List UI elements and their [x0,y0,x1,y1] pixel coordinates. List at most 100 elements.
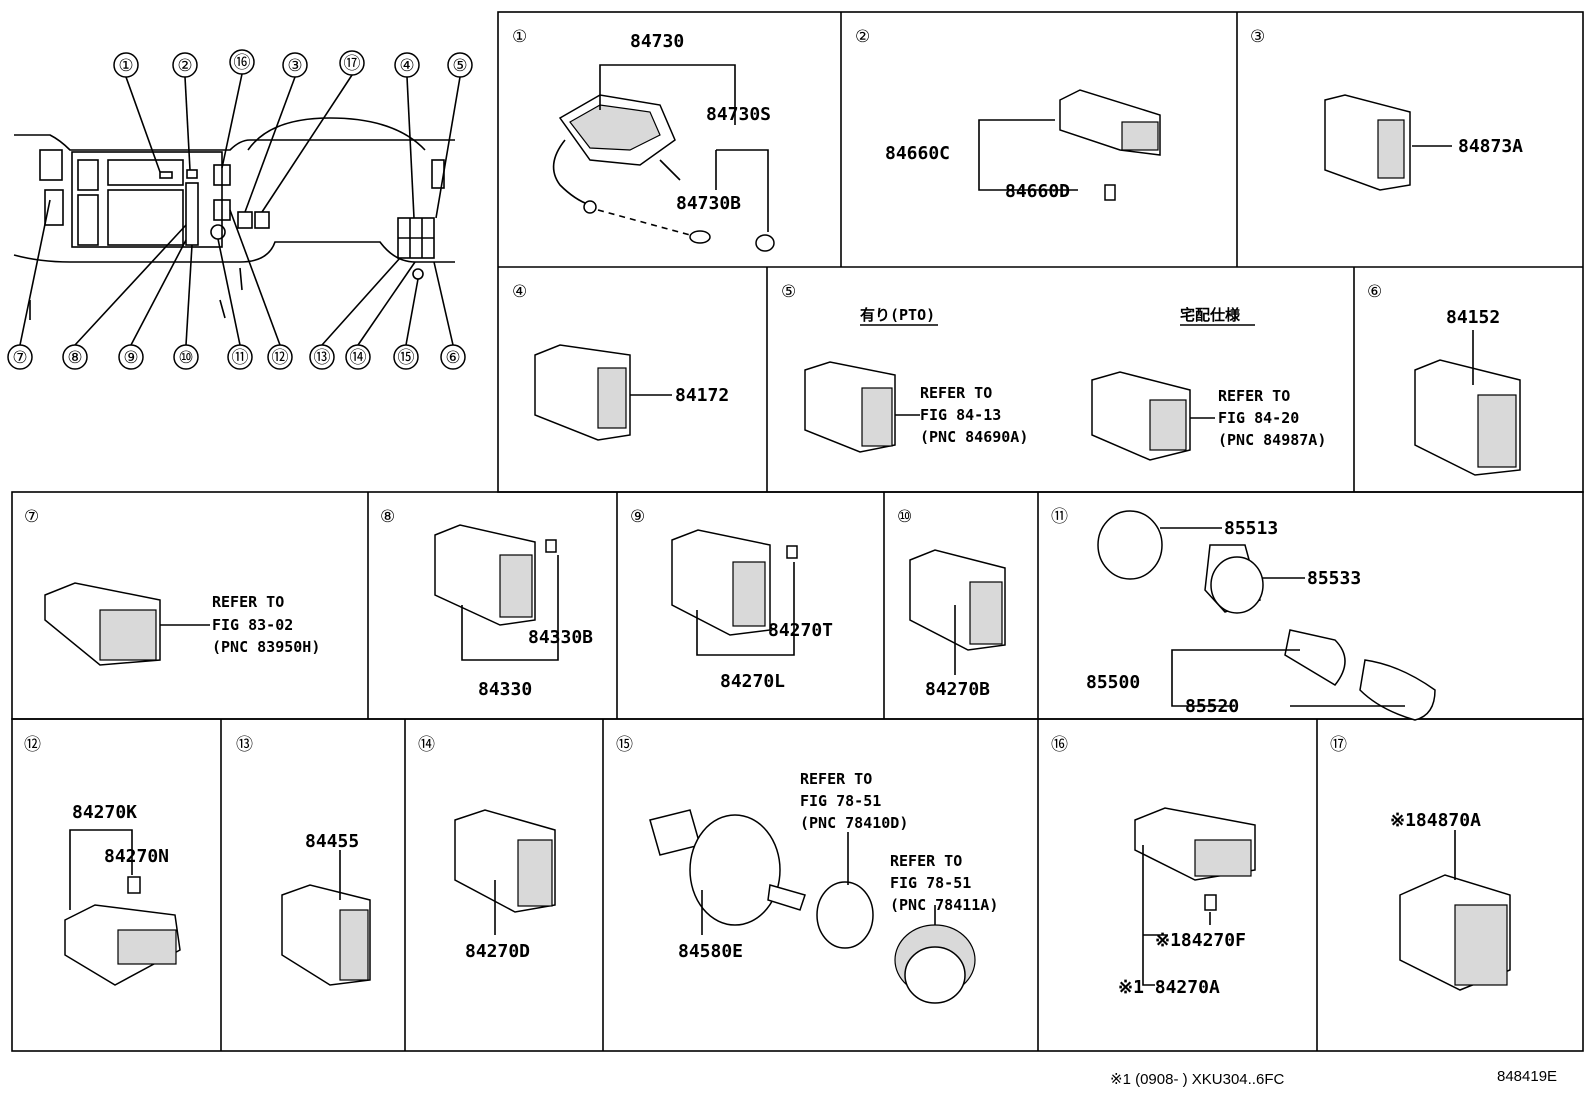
figure-code: 848419E [1497,1068,1557,1085]
callout-8: ⑧ [67,348,82,368]
pto-heading: 有り(PTO) [860,306,935,324]
callout-6: ⑥ [445,348,460,368]
panel-13-number: ⑬ [236,735,253,755]
part-84660C: 84660C [885,143,950,164]
panel-13: 84455 [281,831,371,986]
panel-14-number: ⑭ [418,735,435,755]
panel-11-number: ⑪ [1051,507,1068,527]
p15-ref-a-line-3: (PNC 78410D) [800,814,908,832]
panel-8: 84330B 84330 [434,524,593,700]
panel-11: 85513 85533 85500 85520 [1086,510,1436,721]
part-84730: 84730 [630,31,684,52]
callout-11: ⑪ [232,348,249,368]
panel-6: 84152 [1414,307,1521,476]
part-84270B: 84270B [925,679,990,700]
p7-ref-line-3: (PNC 83950H) [212,638,320,656]
panel-12-number: ⑫ [24,735,41,755]
panel-1-number: ① [512,27,527,47]
callout-2: ② [177,56,192,76]
p15-ref-a-line-1: REFER TO [800,770,872,788]
part-84270D: 84270D [465,941,530,962]
part-84660D: 84660D [1005,181,1070,202]
delivery-ref-line-2: FIG 84-20 [1218,409,1299,427]
p7-ref-line-2: FIG 83-02 [212,616,293,634]
overview-callouts-bottom [7,199,466,370]
panel-8-number: ⑧ [380,507,395,527]
callout-16: ⑯ [234,53,251,73]
panel-16: ※184270F ※1 84270A [1118,807,1256,998]
part-84330B: 84330B [528,627,593,648]
panel-2: 84660C 84660D [885,89,1161,202]
panel-9-number: ⑨ [630,507,645,527]
p15-ref-b-line-1: REFER TO [890,852,962,870]
dashboard-overview [13,117,455,320]
part-85533: 85533 [1307,568,1361,589]
pto-ref-line-3: (PNC 84690A) [920,428,1028,446]
panel-4: 84172 [534,344,729,441]
panel-1: 84730 84730S 84730B [552,31,775,252]
panel-numbers: ① ② ③ ④ ⑤ ⑥ ⑦ ⑧ ⑨ ⑩ ⑪ ⑫ ⑬ ⑭ ⑮ ⑯ ⑰ [24,27,1382,755]
delivery-ref-line-3: (PNC 84987A) [1218,431,1326,449]
p15-ref-b-line-2: FIG 78-51 [890,874,971,892]
panel-3: 84873A [1324,94,1523,191]
delivery-ref-line-1: REFER TO [1218,387,1290,405]
part-84730S: 84730S [706,104,771,125]
delivery-spec-heading: 宅配仕様 [1180,306,1241,324]
panel-5-number: ⑤ [781,282,796,302]
part-84270T: 84270T [768,620,833,641]
panel-15: REFER TO FIG 78-51 (PNC 78410D) REFER TO… [649,770,998,1004]
grid-frames [11,11,1584,1052]
panel-10: 84270B [909,549,1006,700]
callout-1: ① [118,56,133,76]
part-84580E: 84580E [678,941,743,962]
part-84455: 84455 [305,831,359,852]
panel-4-number: ④ [512,282,527,302]
panel-7-number: ⑦ [24,507,39,527]
panel-7: REFER TO FIG 83-02 (PNC 83950H) [44,582,320,666]
callout-17: ⑰ [344,54,361,74]
part-84330: 84330 [478,679,532,700]
callout-4: ④ [399,56,414,76]
panel-12: 84270K 84270N [64,802,181,986]
panel-5: 有り(PTO) 宅配仕様 REFER TO FIG 84-13 (PNC 846… [804,306,1326,461]
part-84270L: 84270L [720,671,785,692]
part-84172: 84172 [675,385,729,406]
callout-7: ⑦ [12,348,27,368]
panel-2-number: ② [855,27,870,47]
callout-5: ⑤ [452,56,467,76]
part-84873A: 84873A [1458,136,1523,157]
footer-note: ※1 (0908- ) XKU304..6FC [1110,1071,1284,1088]
panel-17: ※184870A [1390,810,1511,991]
callout-15: ⑮ [398,348,415,368]
panel-9: 84270T 84270L [671,529,833,692]
pto-ref-line-1: REFER TO [920,384,992,402]
part-84730B: 84730B [676,193,741,214]
panel-15-number: ⑮ [616,735,633,755]
part-84270F: ※184270F [1155,930,1246,951]
pto-ref-line-2: FIG 84-13 [920,406,1001,424]
panel-14: 84270D [454,809,556,962]
overview-callouts-top [113,49,473,219]
p15-ref-a-line-2: FIG 78-51 [800,792,881,810]
part-84270N: 84270N [104,846,169,867]
callout-14: ⑭ [350,348,367,368]
panel-3-number: ③ [1250,27,1265,47]
callout-10: ⑩ [178,348,193,368]
callout-12: ⑫ [272,348,289,368]
callout-9: ⑨ [123,348,138,368]
part-84870A: ※184870A [1390,810,1481,831]
part-84270K: 84270K [72,802,137,823]
part-85513: 85513 [1224,518,1278,539]
callout-13: ⑬ [314,348,331,368]
panel-17-number: ⑰ [1330,735,1347,755]
overview-callout-text: ① ② ⑯ ③ ⑰ ④ ⑤ ⑦ ⑧ ⑨ ⑩ ⑪ ⑫ ⑬ ⑭ ⑮ ⑥ [12,53,467,368]
part-85500: 85500 [1086,672,1140,693]
part-85520: 85520 [1185,696,1239,717]
p15-ref-b-line-3: (PNC 78411A) [890,896,998,914]
callout-3: ③ [287,56,302,76]
part-84152: 84152 [1446,307,1500,328]
panel-10-number: ⑩ [897,507,912,527]
p7-ref-line-1: REFER TO [212,593,284,611]
part-84270A: ※1 84270A [1118,977,1220,998]
